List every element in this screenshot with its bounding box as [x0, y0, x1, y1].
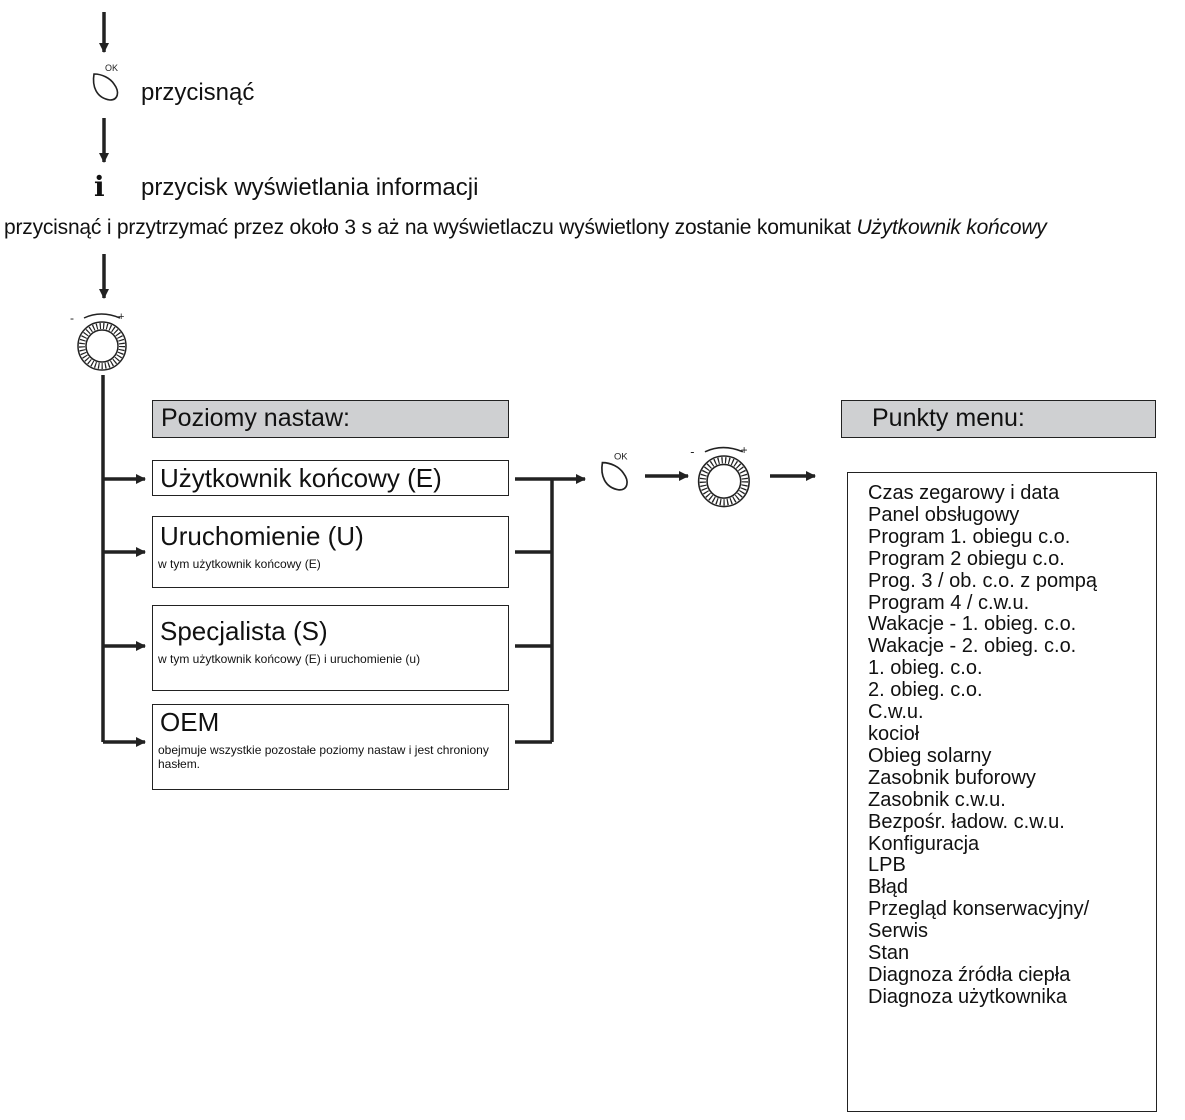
menu-item: 2. obieg. c.o. — [868, 679, 983, 702]
svg-text:+: + — [118, 311, 124, 323]
menu-item: Program 2 obiegu c.o. — [868, 547, 1065, 570]
menu-item: Prog. 3 / ob. c.o. z pompą — [868, 569, 1098, 592]
menu-item: Konfiguracja — [868, 832, 980, 855]
rotary-knob-icon: - + — [70, 311, 127, 371]
step-hold-text: przycisnąć i przytrzymać przez około 3 s… — [4, 216, 1047, 239]
menu-item: Wakacje - 1. obieg. c.o. — [868, 613, 1077, 636]
menu-item: C.w.u. — [868, 701, 924, 724]
svg-text:-: - — [690, 445, 694, 459]
menu-item: Stan — [868, 942, 910, 965]
menu-item: Bezpośr. ładow. c.w.u. — [868, 810, 1065, 833]
level-box-end-user: Użytkownik końcowy (E) — [152, 460, 509, 496]
step-press-ok: przycisnąć — [141, 79, 255, 106]
svg-text:+: + — [741, 445, 748, 457]
menu-item: Wakacje - 2. obieg. c.o. — [868, 635, 1077, 658]
menu-header: Punkty menu: — [841, 400, 1156, 438]
menu-item: Diagnoza źródła ciepła — [868, 963, 1071, 986]
svg-text:-: - — [70, 311, 74, 325]
menu-item: Czas zegarowy i data — [868, 482, 1060, 504]
level-box-commissioning: Uruchomienie (U) w tym użytkownik końcow… — [152, 516, 509, 588]
svg-text:OK: OK — [105, 63, 118, 73]
ok-button-icon: OK — [601, 451, 628, 491]
menu-item: Serwis — [868, 920, 929, 943]
menu-item: Obieg solarny — [868, 744, 992, 767]
svg-text:OK: OK — [614, 451, 628, 462]
menu-item: kocioł — [868, 722, 920, 745]
menu-item: Panel obsługowy — [868, 503, 1020, 526]
menu-item: Błąd — [868, 876, 909, 899]
info-icon: ℹ — [94, 170, 105, 203]
level-box-oem: OEM obejmuje wszystkie pozostałe poziomy… — [152, 704, 509, 790]
menu-item: LPB — [868, 854, 906, 877]
menu-item: Przegląd konserwacyjny/ — [868, 898, 1090, 921]
rotary-knob-icon: - + — [690, 445, 750, 508]
menu-item: Program 4 / c.w.u. — [868, 591, 1030, 614]
levels-header: Poziomy nastaw: — [152, 400, 509, 438]
menu-item: Zasobnik buforowy — [868, 766, 1036, 789]
menu-box — [847, 472, 1157, 1112]
step-info-button: przycisk wyświetlania informacji — [141, 174, 479, 201]
menu-item: 1. obieg. c.o. — [868, 657, 983, 680]
level-box-specialist: Specjalista (S) w tym użytkownik końcowy… — [152, 605, 509, 691]
menu-item: Diagnoza użytkownika — [868, 985, 1067, 1008]
menu-item: Zasobnik c.w.u. — [868, 788, 1006, 811]
ok-button-icon: OK — [92, 63, 119, 101]
menu-item: Program 1. obiegu c.o. — [868, 525, 1071, 548]
